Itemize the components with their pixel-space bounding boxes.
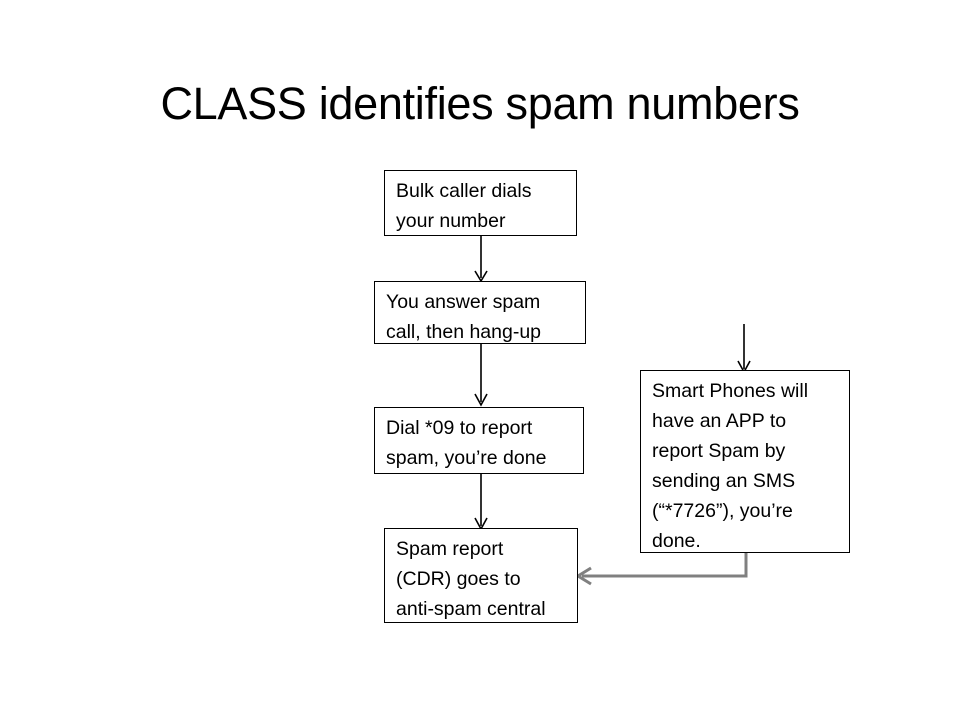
flow-node-smart-phones[interactable]: Smart Phones will have an APP to report … — [640, 370, 850, 553]
page-title: CLASS identifies spam numbers — [160, 78, 800, 129]
flow-node-answer-call[interactable]: You answer spam call, then hang-up — [374, 281, 586, 344]
connector-dial-star09-to-spam-report — [474, 473, 488, 531]
connector-answer-call-to-dial-star09 — [474, 344, 488, 407]
flow-node-bulk-caller[interactable]: Bulk caller dials your number — [384, 170, 577, 236]
flow-node-dial-star09[interactable]: Dial *09 to report spam, you’re done — [374, 407, 584, 474]
connector-smart-phones-to-spam-report — [575, 550, 748, 586]
connector-inbound-to-smart-phones — [737, 324, 751, 374]
connector-bulk-caller-to-answer-call — [474, 234, 488, 283]
flow-node-spam-report[interactable]: Spam report (CDR) goes to anti-spam cent… — [384, 528, 578, 623]
